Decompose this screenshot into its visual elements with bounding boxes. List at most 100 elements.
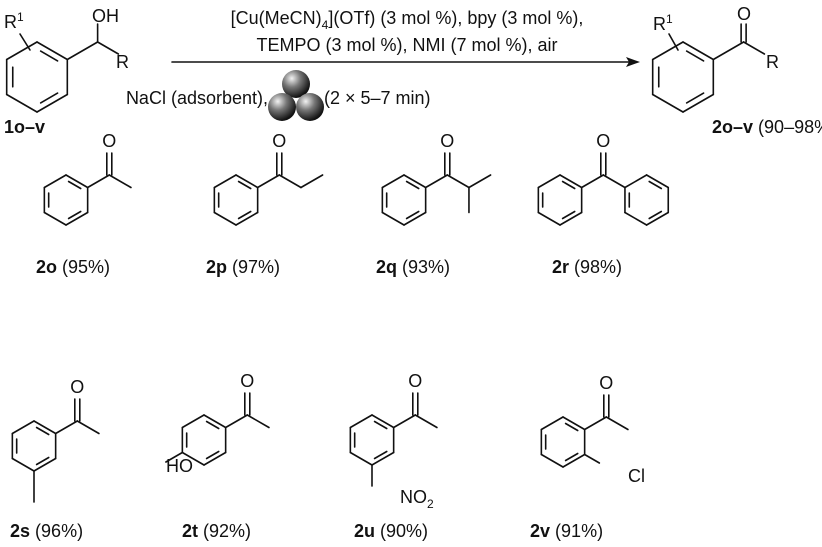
- 2r-ring-double-bond: [561, 210, 576, 220]
- 2u-ring-double-bond: [373, 450, 388, 460]
- 2q-ring-double-bond: [405, 210, 420, 220]
- conditions-line-2: TEMPO (3 mol %), NMI (7 mol %), air: [256, 35, 557, 55]
- 2o-ring-bond: [65, 211, 89, 226]
- 2u-ring-bond: [349, 451, 373, 466]
- 2s-methyl-bond: [76, 420, 100, 435]
- product-r-bond: [742, 41, 766, 55]
- 2r-oxygen-label: O: [596, 131, 610, 151]
- product-ring-bond: [651, 41, 684, 61]
- 2t-methyl-bond: [246, 414, 270, 429]
- product-r1-bond: [668, 33, 679, 51]
- 2p-bond: [278, 174, 302, 189]
- 2s-ring-bond: [33, 420, 57, 435]
- 2o-ring-double-bond: [67, 210, 82, 220]
- 2v-ring-bond: [540, 416, 564, 431]
- 2q-bond: [446, 174, 470, 189]
- 2q-ring-double-bond: [405, 180, 420, 190]
- label-2o: 2o (95%): [36, 257, 110, 277]
- label-2r: 2r (98%): [552, 257, 622, 277]
- 2r-ring-bond: [559, 174, 583, 189]
- 2p-ring-double-bond: [237, 180, 252, 190]
- 2o-ring-bond: [65, 174, 89, 189]
- reactant-oh-label: OH: [92, 6, 119, 26]
- 2s-ring-double-bond: [35, 456, 50, 466]
- 2v-oxygen-label: O: [599, 373, 613, 393]
- 2p-oxygen-label: O: [272, 131, 286, 151]
- 2o-ring-bond: [43, 211, 67, 226]
- 2p-ring-bond: [213, 211, 237, 226]
- reactant-ring-double-bond: [39, 50, 59, 62]
- reactant-r-label: R: [116, 52, 129, 72]
- conditions-line-3-right: (2 × 5–7 min): [324, 88, 431, 108]
- 2t-ring-double-bond: [205, 420, 220, 430]
- 2r-ring-bond: [537, 174, 561, 189]
- reactant-r-bond: [96, 41, 120, 55]
- 2v-ring-bond: [562, 416, 586, 431]
- 2v-ring-bond: [562, 453, 586, 468]
- 2r-ring-double-bond: [561, 180, 576, 190]
- 2r-ring-bond: [559, 211, 583, 226]
- reactant-ring-double-bond: [39, 92, 59, 104]
- reactant-ring-bond: [36, 41, 69, 61]
- 2o-ring-double-bond: [67, 180, 82, 190]
- 2p-bond: [256, 174, 281, 189]
- reactant-ch-bond: [66, 41, 99, 61]
- 2o-oxygen-label: O: [102, 131, 116, 151]
- 2u-methyl-bond: [414, 414, 438, 429]
- 2u-ring-double-bond: [373, 420, 388, 430]
- product-ring-bond: [682, 41, 715, 61]
- 2o-bond: [86, 174, 111, 189]
- 2t-ring-bond: [203, 451, 227, 466]
- conditions-line-3-left: NaCl (adsorbent),: [126, 88, 268, 108]
- 2p-ring-bond: [213, 174, 237, 189]
- 2q-ring-bond: [403, 174, 427, 189]
- label-2v: 2v (91%): [530, 521, 603, 541]
- 2v-ring-double-bond: [564, 422, 579, 432]
- product-ring-bond: [682, 93, 715, 113]
- product-carbonyl-bond: [712, 41, 745, 61]
- 2t-oxygen-label: O: [240, 371, 254, 391]
- 2t-ring-bond: [181, 414, 205, 429]
- 2u-ring-bond: [349, 414, 373, 429]
- reactant-r1-label: R1: [4, 10, 24, 32]
- bond-layer: [5, 23, 766, 503]
- arrow-head: [626, 57, 640, 67]
- hydroxy-label: HO: [166, 456, 193, 476]
- 2r-bond: [602, 174, 626, 189]
- 2q-oxygen-label: O: [440, 131, 454, 151]
- 2u-ring-bond: [371, 414, 395, 429]
- reactant-ring-bond: [36, 93, 69, 113]
- nitro-label: NO2: [400, 487, 434, 511]
- product-ring-double-bond: [685, 92, 705, 104]
- 2p-ring-double-bond: [237, 210, 252, 220]
- label-2q: 2q (93%): [376, 257, 450, 277]
- product-ring-double-bond: [685, 50, 705, 62]
- product-label: 2o–v (90–98%): [712, 117, 822, 137]
- 2r-second-ring-bond: [624, 174, 648, 189]
- 2v-ring-bond: [540, 453, 564, 468]
- ball-left: [268, 93, 296, 121]
- label-2t: 2t (92%): [182, 521, 251, 541]
- 2q-bond: [424, 174, 449, 189]
- label-2u: 2u (90%): [354, 521, 428, 541]
- reactant-label: 1o–v: [4, 117, 45, 137]
- 2t-bond: [224, 414, 249, 429]
- 2s-oxygen-label: O: [70, 377, 84, 397]
- 2u-ring-bond: [371, 451, 395, 466]
- 2q-ring-bond: [403, 211, 427, 226]
- 2s-ring-bond: [33, 457, 57, 472]
- reactant-ring-bond: [5, 93, 38, 113]
- 2t-ring-double-bond: [205, 450, 220, 460]
- product-o-label: O: [737, 4, 751, 24]
- 2q-ring-bond: [381, 174, 405, 189]
- reactant-r1-bond: [19, 33, 31, 51]
- 2r-second-ring-bond: [624, 211, 648, 226]
- 2s-ring-double-bond: [35, 426, 50, 436]
- product-r1-label: R1: [653, 12, 673, 34]
- ball-top: [282, 70, 310, 98]
- 2o-ring-bond: [43, 174, 67, 189]
- 2r-ring-bond: [537, 211, 561, 226]
